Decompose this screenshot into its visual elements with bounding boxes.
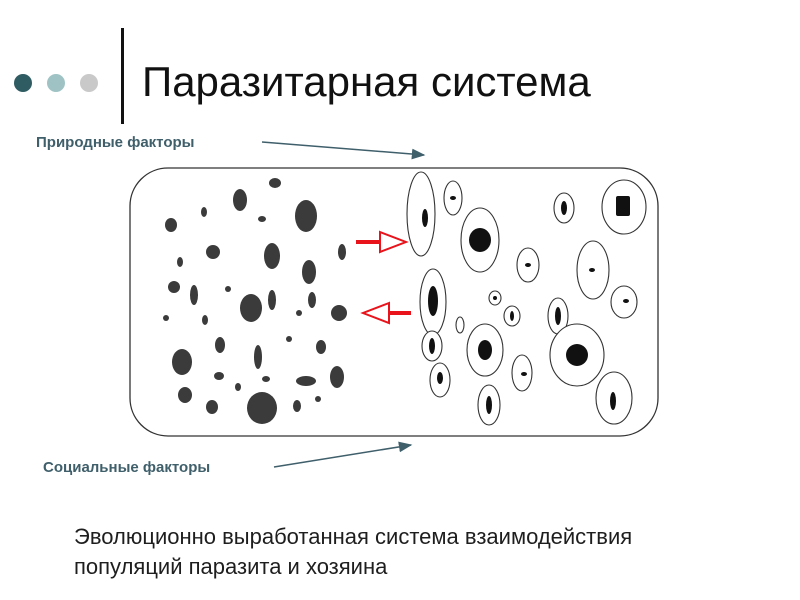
arrow-to-parasite: [360, 301, 411, 325]
title-divider: [121, 28, 124, 124]
decorative-dot-dark: [14, 74, 32, 92]
arrow-to-host: [356, 230, 409, 254]
social-factors-arrow: [273, 441, 413, 468]
natural-factors-label: Природные факторы: [36, 134, 195, 151]
page-title: Паразитарная система: [142, 58, 591, 105]
caption-line-2: популяций паразита и хозяина: [74, 554, 388, 579]
decorative-dot-gray: [80, 74, 98, 92]
social-factors-label: Социальные факторы: [43, 459, 211, 476]
caption-line-1: Эволюционно выработанная система взаимод…: [74, 524, 633, 549]
host-population: [406, 171, 647, 426]
caption: Эволюционно выработанная система взаимод…: [74, 522, 774, 582]
parasite-population: [163, 178, 347, 424]
system-frame: [129, 167, 659, 437]
natural-factors-arrow: [261, 141, 426, 160]
decorative-dot-teal: [47, 74, 65, 92]
decorative-dots: [14, 74, 104, 94]
